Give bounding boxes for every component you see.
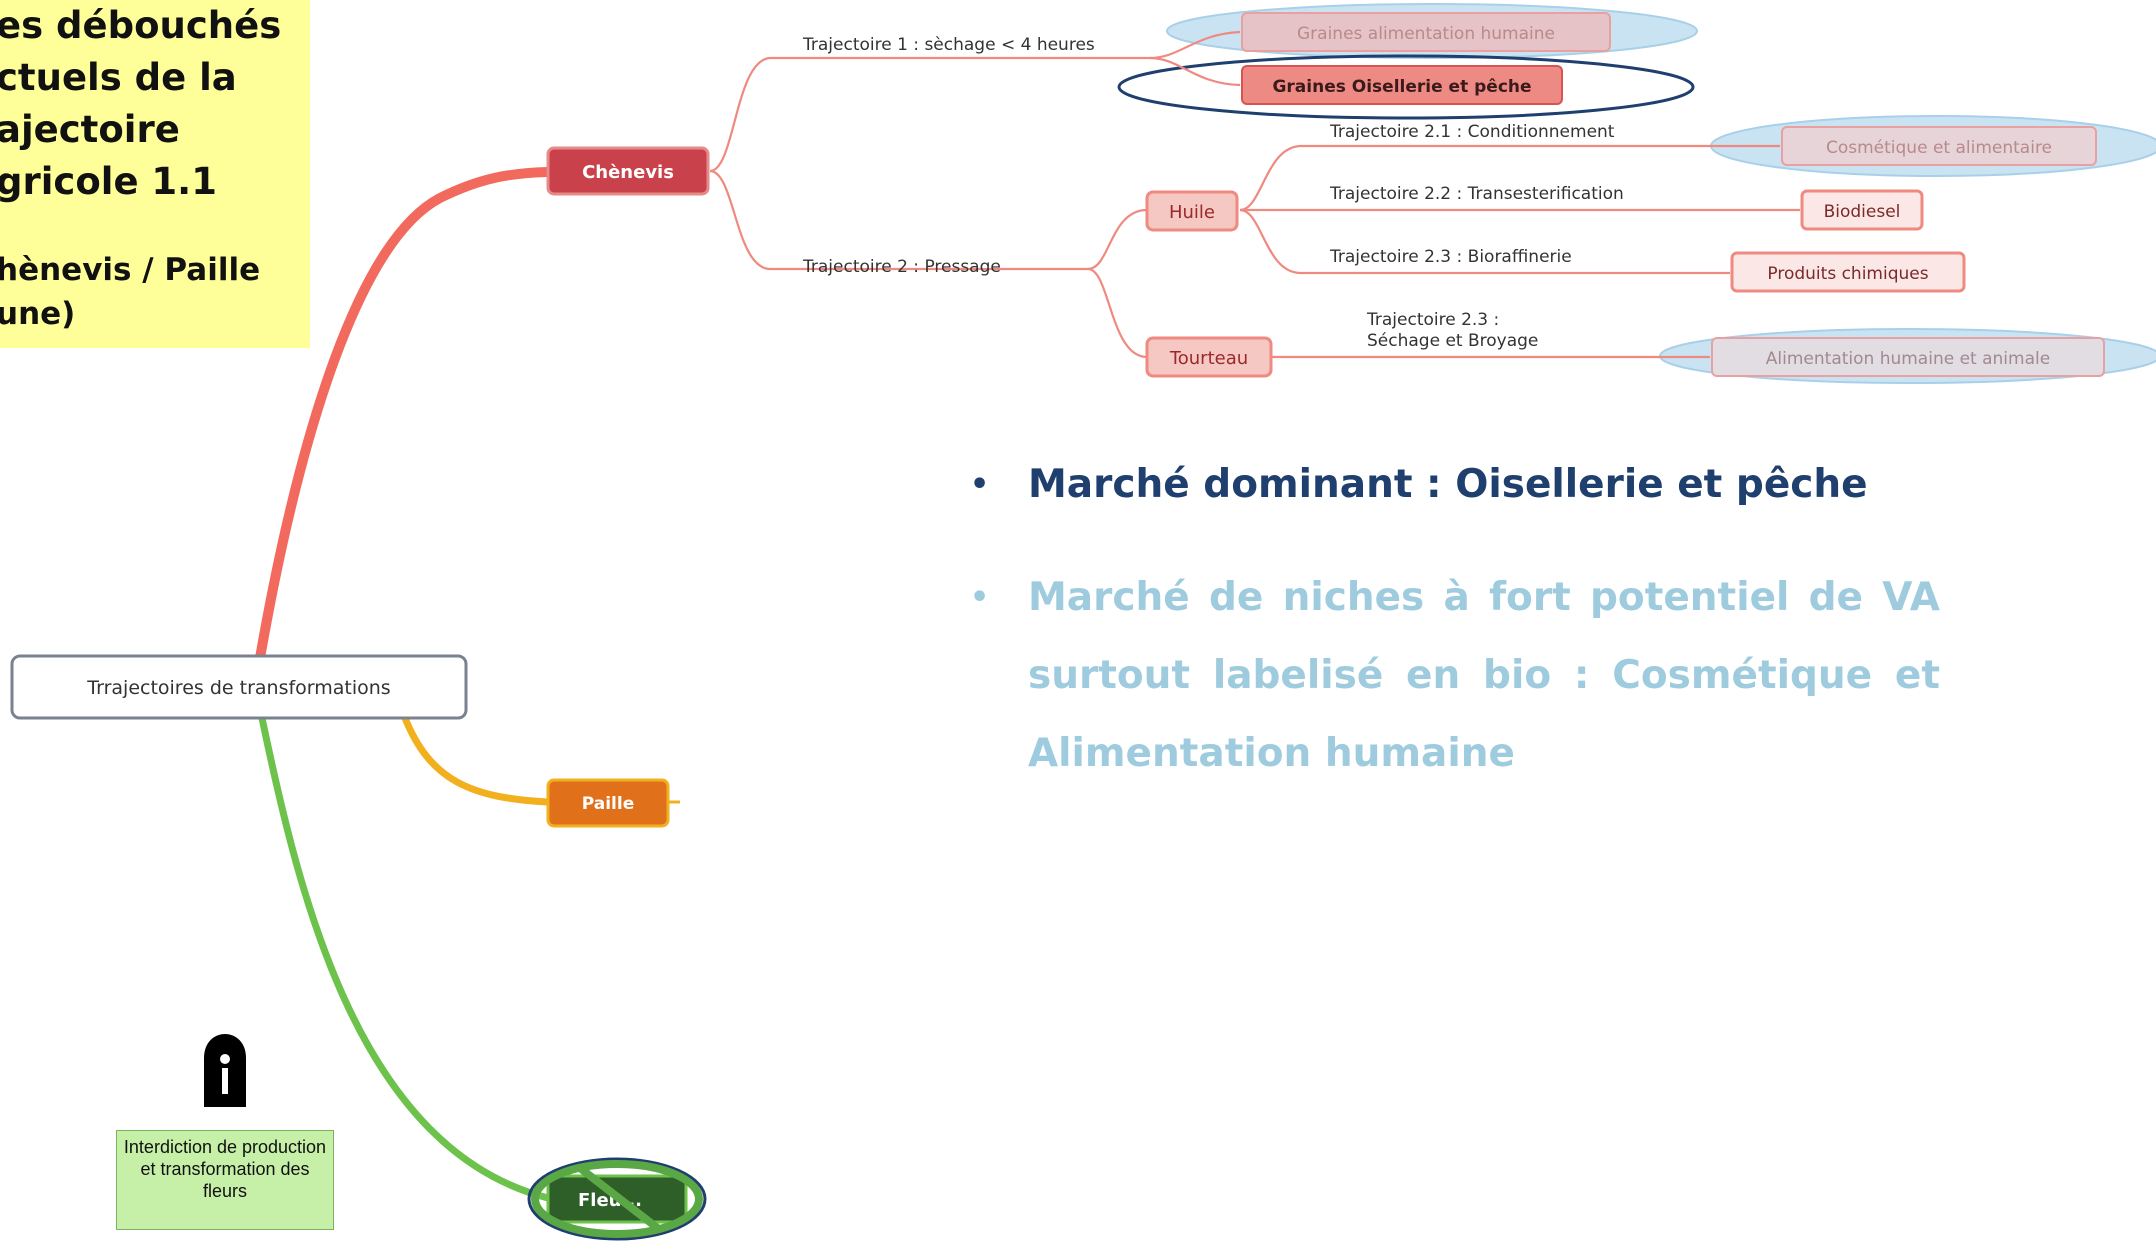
bullet-text-dominant: Marché dominant : Oisellerie et pêche bbox=[1028, 462, 1868, 507]
node-tourteau-label: Tourteau bbox=[1169, 348, 1248, 369]
header-title-line-2: ctuels de la bbox=[0, 56, 237, 99]
edge-label-traj23b-line1: Trajectoire 2.3 : bbox=[1366, 310, 1499, 330]
bullet-dot: • bbox=[970, 580, 990, 615]
ban-ring-outer bbox=[527, 1157, 707, 1241]
node-huile-label: Huile bbox=[1169, 202, 1215, 223]
node-alim-humaine-animale-label: Alimentation humaine et animale bbox=[1766, 349, 2050, 369]
header-subtitle-line-2: une) bbox=[0, 296, 76, 332]
node-huile bbox=[1145, 190, 1239, 232]
bullet-list: • Marché dominant : Oisellerie et pêche … bbox=[970, 455, 1940, 793]
node-chenevis-label: Chènevis bbox=[582, 162, 674, 183]
edge-label-traj1: Trajectoire 1 : sèchage < 4 heures bbox=[802, 35, 1095, 55]
edge-label-traj22: Trajectoire 2.2 : Transesterification bbox=[1329, 184, 1624, 204]
edge-label-traj2: Trajectoire 2 : Pressage bbox=[802, 257, 1001, 277]
header-box: es débouchés ctuels de la ajectoire gric… bbox=[0, 0, 310, 348]
node-cosmetique-label: Cosmétique et alimentaire bbox=[1826, 138, 2052, 158]
header-subtitle-line-1: hènevis / Paille bbox=[0, 252, 261, 288]
ban-slash bbox=[577, 1164, 663, 1234]
node-graines-oisellerie-label: Graines Oisellerie et pêche bbox=[1272, 77, 1531, 97]
node-biodiesel bbox=[1800, 189, 1924, 231]
branch-paille bbox=[401, 714, 552, 806]
node-biodiesel-label: Biodiesel bbox=[1824, 202, 1901, 222]
keyhole-lock-icon bbox=[204, 1034, 246, 1107]
edge-label-traj23: Trajectoire 2.3 : Bioraffinerie bbox=[1329, 247, 1572, 267]
ban-note-box: Interdiction de production et transforma… bbox=[116, 1130, 334, 1230]
edge-label-traj21: Trajectoire 2.1 : Conditionnement bbox=[1329, 122, 1615, 142]
node-tourteau bbox=[1145, 336, 1273, 378]
node-graines-alim bbox=[1241, 12, 1611, 52]
node-chenevis bbox=[546, 146, 710, 196]
node-graines-oisellerie bbox=[1241, 65, 1563, 105]
bullet-text-niches: Marché de niches à fort potentiel de VA … bbox=[1028, 575, 1940, 776]
node-paille-label: Paille bbox=[582, 794, 635, 814]
highlight-ellipse-oisellerie bbox=[1117, 54, 1695, 120]
ban-ring-inner bbox=[531, 1160, 703, 1238]
header-title-line-1: es débouchés bbox=[0, 4, 282, 47]
edge-label-traj23b-line2: Séchage et Broyage bbox=[1367, 331, 1538, 351]
node-produits-chimiques bbox=[1730, 251, 1966, 293]
bullet-item-niches: • Marché de niches à fort potentiel de V… bbox=[970, 559, 1940, 793]
header-title-line-3: ajectoire bbox=[0, 108, 180, 151]
node-produits-chimiques-label: Produits chimiques bbox=[1767, 264, 1928, 284]
bullet-dot: • bbox=[970, 467, 990, 502]
connector-lines bbox=[709, 30, 1800, 359]
root-node bbox=[10, 654, 468, 720]
branch-fleurs bbox=[258, 714, 552, 1202]
bullet-item-dominant: • Marché dominant : Oisellerie et pêche bbox=[970, 455, 1940, 515]
ban-note-text: Interdiction de production et transforma… bbox=[123, 1137, 327, 1201]
node-cosmetique bbox=[1781, 126, 2097, 166]
node-paille bbox=[546, 778, 670, 828]
node-alim-humaine-animale bbox=[1711, 337, 2105, 377]
branch-chenevis bbox=[255, 167, 553, 663]
header-title-line-4: gricole 1.1 bbox=[0, 160, 217, 203]
node-graines-alim-label: Graines alimentation humaine bbox=[1297, 24, 1555, 44]
root-node-label: Trrajectoires de transformations bbox=[86, 677, 390, 699]
